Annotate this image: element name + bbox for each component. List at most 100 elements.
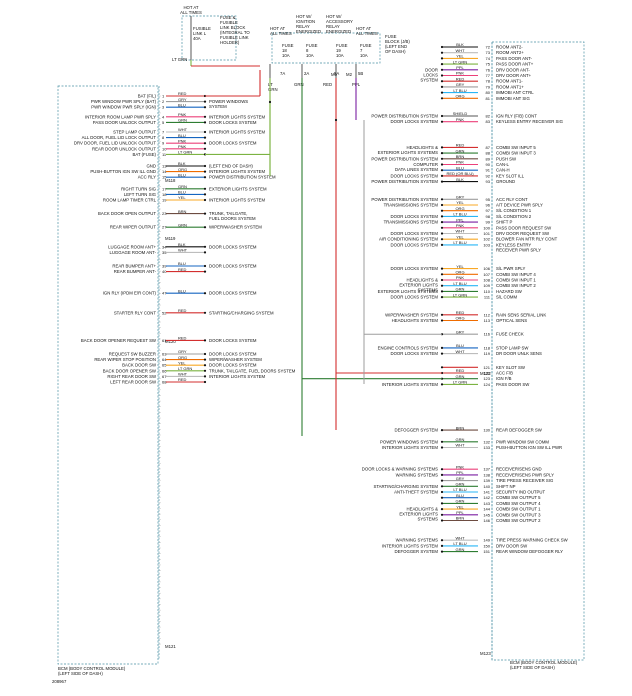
fuse-3-connector: 5B <box>358 71 363 76</box>
right-pin-80-terminal <box>440 91 444 94</box>
left-pin-63-label: REQUEST SW BUZZER <box>109 352 156 357</box>
right-pin-101-wire-color: WHT <box>455 229 465 234</box>
right-pin-145-func: COMBI SW OUTPUT 3 <box>496 512 541 517</box>
right-pin-122-wire-color: RED <box>456 368 465 373</box>
left-pin-66-label: BACK DOOR OPENER SW <box>103 368 157 373</box>
left-pin-66-terminal <box>203 369 207 372</box>
left-pin-61-number: 61 <box>162 338 167 343</box>
right-pin-151-sys: DEFOGGER SYSTEM <box>395 549 439 554</box>
right-pin-100-func: PASS DOOR REQUEST SW <box>496 225 552 230</box>
left-pin-3-number: 3 <box>162 105 165 110</box>
left-pin-10-label: REAR DOOR UNLOCK OUTPUT <box>92 146 156 151</box>
right-pin-143-terminal <box>440 502 444 505</box>
left-pin-66-wire-color: LT GRN <box>178 366 192 371</box>
right-pin-107-func: COMBI SW INPUT 4 <box>496 272 536 277</box>
right-pin-137-sys: DOOR LOCKS & WARNING SYSTEMS <box>362 467 438 472</box>
right-pin-113-terminal <box>440 319 444 322</box>
right-pin-99-sys: TRANSMISSIONS SYSTEM <box>384 220 439 225</box>
right-pin-119-wire-color: WHT <box>455 349 465 354</box>
left-pin-18-terminal <box>203 193 207 196</box>
right-pin-99-number: 99 <box>486 220 491 225</box>
left-pin-68-label: LEFT REAR DOOR SW <box>110 380 157 385</box>
left-pin-52-dest: STARTING/CHARGING SYSTEM <box>209 310 274 315</box>
right-pin-141-sys: ANTI-THEFT SYSTEM <box>394 490 438 495</box>
right-pin-89-sys: POWER DISTRIBUTION SYSTEM <box>371 156 438 161</box>
right-pin-133-func: PUSH-BUTTON IGN SW ILL PWR <box>496 445 562 450</box>
right-pin-83-sys: DOOR LOCKS SYSTEM <box>390 119 438 124</box>
right-pin-95-terminal <box>440 198 444 201</box>
right-pin-145-terminal <box>440 513 444 516</box>
left-pin-27-dest: WIPER/WASHER SYSTEM <box>209 225 262 230</box>
left-pin-67-dest: INTERIOR LIGHTS SYSTEM <box>209 374 266 379</box>
right-pin-81-func: IMMOBI ANT SIG <box>496 96 530 101</box>
right-pin-119-sys: DOOR LOCKS SYSTEM <box>390 351 438 356</box>
right-pin-124-func: PASS DOOR SW <box>496 382 530 387</box>
left-pin-9-number: 9 <box>162 141 165 146</box>
right-pin-113-sys: HEADLIGHTS SYSTEM <box>392 318 439 323</box>
left-pin-61-terminal <box>203 339 207 342</box>
left-pin-7-label: STEP LAMP OUTPUT <box>113 130 156 135</box>
right-pin-83-func: KEYLESS ENTRY RECEIVER SIG <box>496 119 564 124</box>
left-pin-2-terminal <box>203 100 207 103</box>
right-pin-110-sys: EXTERIOR LIGHTS SYSTEMS <box>378 289 439 294</box>
right-pin-87-wire-color: RED <box>456 143 465 148</box>
left-pin-13-wire-color: BLK <box>178 161 186 166</box>
right-pin-72-wire-color: BLK <box>456 42 464 47</box>
fuse-0-connector: 7A <box>280 71 285 76</box>
left-pin-14-dest: INTERIOR LIGHTS SYSTEM <box>209 169 266 174</box>
left-pin-4-dest: INTERIOR LIGHTS SYSTEM <box>209 114 266 119</box>
right-pin-143-wire-color: GRN <box>456 499 465 504</box>
right-pin-130-func: REAR DEFOGGER SW <box>496 428 543 433</box>
right-pin-130-wire-color: BRN <box>456 425 465 430</box>
left-pin-34-number: 34 <box>162 244 167 249</box>
right-pin-91-terminal <box>440 169 444 172</box>
right-pin-73-number: 73 <box>486 50 491 55</box>
right-pin-144-wire-color: YEL <box>456 504 464 509</box>
right-pin-116-func: FUSE CHECK <box>496 332 524 337</box>
splice-fuse18 <box>268 100 272 104</box>
left-connector-1: M119 <box>165 236 176 241</box>
right-pin-101-terminal <box>440 232 444 235</box>
right-pin-81-terminal <box>440 97 444 100</box>
left-pin-17-number: 17 <box>162 186 167 191</box>
right-pin-100-number: 100 <box>483 225 490 230</box>
right-pin-137-func: RECEIVER/SENS GND <box>496 467 542 472</box>
left-pin-52-label: STARTER RLY CONT <box>114 310 157 315</box>
left-pin-61-wire-color: RED <box>178 336 187 341</box>
right-pin-90-wire-color: PNK <box>456 160 465 165</box>
right-pin-118-wire-color: BLU <box>456 343 464 348</box>
right-pin-95-number: 95 <box>486 197 491 202</box>
right-pin-103-sys: DOOR LOCKS SYSTEM <box>390 242 438 247</box>
right-pin-90-terminal <box>440 163 444 166</box>
right-pin-145-number: 145 <box>483 512 490 517</box>
left-pin-5-label: PASS DOOR UNLOCK OUTPUT <box>93 120 157 125</box>
left-pin-23-wire-color: BRN <box>178 209 187 214</box>
right-pin-110-number: 110 <box>484 289 491 294</box>
right-pin-113-number: 113 <box>484 318 491 323</box>
right-pin-78-number: 78 <box>486 79 491 84</box>
right-pin-75-func: PASS DOOR ANT+ <box>496 62 534 67</box>
left-pin-3-wire-color: BLU <box>178 102 186 107</box>
left-pin-1-label: BAT (F/L) <box>138 94 157 99</box>
right-pin-82-sys: POWER DISTRIBUTION SYSTEM <box>371 114 438 119</box>
m2-label: M2 <box>346 72 353 77</box>
right-pin-109-number: 109 <box>483 283 490 288</box>
right-pin-132-number: 132 <box>483 439 490 444</box>
right-pin-111-number: 111 <box>484 295 491 300</box>
left-pin-47-label: IGN RLY (IPDM E/R CONT) <box>103 291 157 296</box>
right-pin-121-func: KEY SLOT SW <box>496 365 526 370</box>
left-pin-68-wire-color: RED <box>178 377 187 382</box>
right-pin-107-number: 107 <box>483 272 490 277</box>
right-pin-138-sys: WARNING SYSTEMS <box>396 472 438 477</box>
right-pin-92-sys: DOOR LOCKS SYSTEM <box>390 173 438 178</box>
right-pin-101-sys: DOOR LOCKS SYSTEM <box>390 231 438 236</box>
right-pin-116-wire-color: GRY <box>456 329 465 334</box>
right-pin-75-number: 75 <box>486 62 491 67</box>
left-pin-14-number: 14 <box>162 169 167 174</box>
